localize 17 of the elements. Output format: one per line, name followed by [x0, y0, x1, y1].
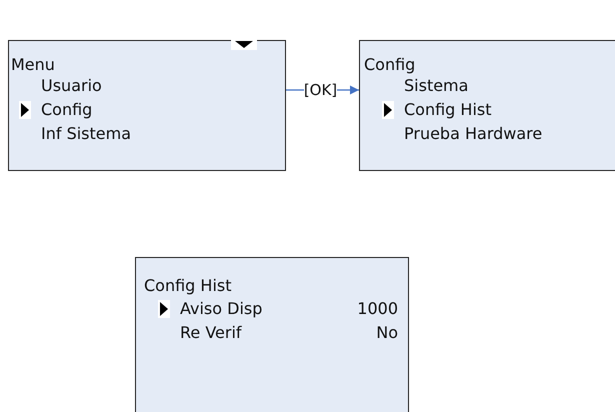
- edge-label: [OK]: [304, 81, 338, 99]
- menu-item: 1000: [357, 299, 398, 319]
- menu-item: Prueba Hardware: [404, 124, 542, 144]
- menu-item: No: [376, 323, 398, 343]
- screen-title: Menu: [11, 55, 55, 75]
- menu-item: Config Hist: [404, 100, 492, 120]
- menu-item: Inf Sistema: [41, 124, 132, 144]
- menu-item: Re Verif: [180, 323, 242, 343]
- screen-panel: [359, 40, 615, 171]
- screen-panel: [8, 40, 286, 171]
- menu-item: Sistema: [404, 76, 468, 96]
- screen-panel: [135, 257, 409, 412]
- menu-item: Aviso Disp: [180, 299, 262, 319]
- menu-item: Config: [41, 100, 92, 120]
- screen-title: Config: [364, 55, 416, 75]
- menu-item: Usuario: [41, 76, 102, 96]
- screen-title: Config Hist: [144, 276, 232, 296]
